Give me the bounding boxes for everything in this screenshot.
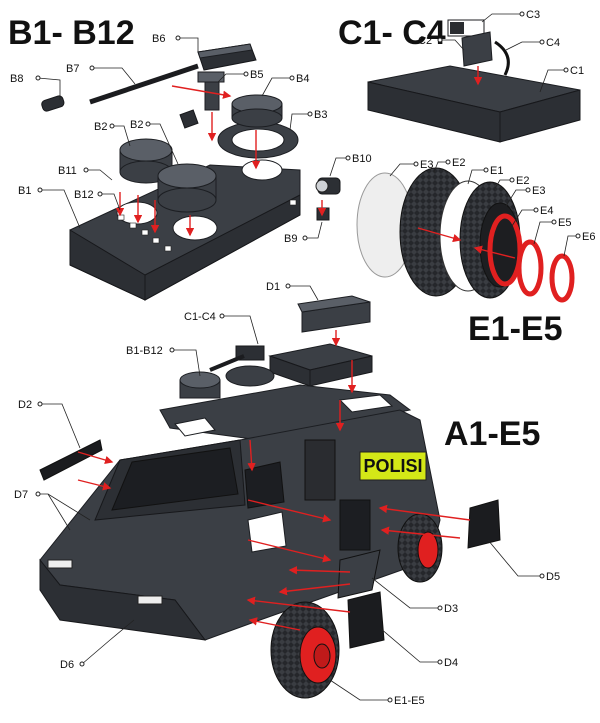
label-d2: D2 <box>18 399 32 411</box>
base-tabs <box>117 199 297 252</box>
headlight-left <box>47 559 73 569</box>
base-hole-2 <box>116 201 158 225</box>
label-b5: B5 <box>250 69 263 81</box>
heading-e: E1-E5 <box>468 310 563 348</box>
label-b1-b12: B1-B12 <box>126 345 163 357</box>
cable-c4 <box>494 40 510 76</box>
gun-b6 <box>197 43 257 71</box>
rim-e6 <box>549 253 575 303</box>
label-e1-e5: E1-E5 <box>394 695 425 707</box>
vehicle: POLISI <box>39 295 501 699</box>
part-b9 <box>316 207 330 221</box>
label-d3: D3 <box>444 603 458 615</box>
leaders <box>35 11 581 703</box>
polisi-text: POLISI <box>363 456 422 476</box>
door <box>304 439 336 501</box>
label-b9: B9 <box>284 233 297 245</box>
label-c4: C4 <box>546 37 560 49</box>
fender-d4 <box>347 591 385 649</box>
label-d6: D6 <box>60 659 74 671</box>
mount-b5 <box>179 71 225 129</box>
label-b1: B1 <box>18 185 31 197</box>
label-e6: E6 <box>582 231 595 243</box>
base-hole-1 <box>172 215 218 241</box>
label-d5: D5 <box>546 571 560 583</box>
label-d4: D4 <box>444 657 458 669</box>
label-c2: C2 <box>418 35 432 47</box>
vehicle-arrows <box>77 330 471 631</box>
label-e3-left: E3 <box>420 159 433 171</box>
label-e2-right: E2 <box>516 175 529 187</box>
drum-b2-left <box>119 138 173 184</box>
label-e5: E5 <box>558 217 571 229</box>
box-c1-side <box>499 89 581 143</box>
label-d1: D1 <box>266 281 280 293</box>
polisi-badge <box>359 451 427 481</box>
headlight-right <box>137 595 163 605</box>
cap-b4 <box>231 94 283 128</box>
wheel-rear <box>397 513 443 583</box>
heading-c: C1- C4 <box>338 14 446 52</box>
label-b11: B11 <box>58 165 77 177</box>
hull-front-lower <box>39 558 207 641</box>
turret-base-group <box>41 43 341 301</box>
label-e3-right: E3 <box>532 185 545 197</box>
rim-e5 <box>516 239 544 297</box>
label-e2-left: E2 <box>452 157 465 169</box>
bracket-c2 <box>461 31 493 67</box>
label-b7: B7 <box>66 63 79 75</box>
label-b3: B3 <box>314 109 327 121</box>
heading-a: A1-E5 <box>444 415 540 453</box>
barrel-b7 <box>89 63 199 105</box>
heading-b: B1- B12 <box>8 14 135 52</box>
wheel-exploded <box>356 167 575 303</box>
turret-base-front <box>144 194 301 301</box>
label-b2-left: B2 <box>94 121 107 133</box>
turret-arrows <box>115 85 327 237</box>
label-c1: C1 <box>570 65 584 77</box>
ring-b3 <box>217 121 299 159</box>
label-b8: B8 <box>10 73 23 85</box>
side-hatch <box>339 499 371 551</box>
base-hole-3 <box>241 159 283 181</box>
windshield <box>111 447 239 511</box>
label-b12: B12 <box>74 189 94 201</box>
label-d7: D7 <box>14 489 28 501</box>
label-b6: B6 <box>152 33 165 45</box>
fender-d5 <box>467 499 501 549</box>
c-assembly <box>367 19 581 143</box>
label-e1: E1 <box>490 165 503 177</box>
part-labels: B8 B7 B6 B5 B4 B3 B2 B2 B11 B12 B1 B10 B… <box>10 9 595 707</box>
wheel-front <box>270 601 340 699</box>
drum-b2-right <box>157 163 217 213</box>
label-e4: E4 <box>540 205 553 217</box>
label-c3: C3 <box>526 9 540 21</box>
muzzle-b8 <box>41 95 65 112</box>
light-b10 <box>315 177 341 195</box>
label-b2-right: B2 <box>130 119 143 131</box>
plate-d2 <box>39 439 103 481</box>
label-c1-c4: C1-C4 <box>184 311 216 323</box>
label-b4: B4 <box>296 73 309 85</box>
side-window <box>244 461 285 509</box>
label-b10: B10 <box>352 153 372 165</box>
